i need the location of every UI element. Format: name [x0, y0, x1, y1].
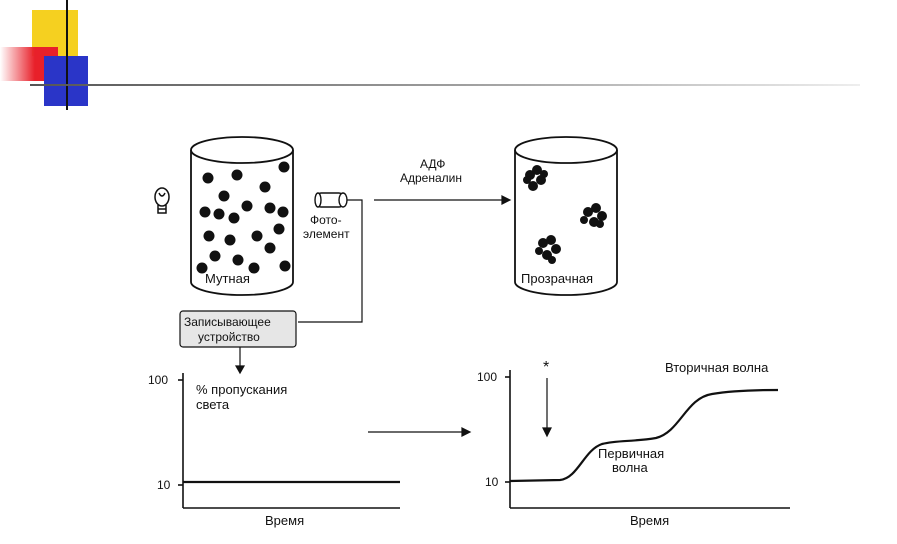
- primary-wave-label-1: Первичная: [598, 446, 664, 461]
- graph-transition-arrow: [368, 427, 472, 437]
- header-rule: [30, 84, 860, 86]
- arrow-label-1: АДФ: [420, 157, 445, 171]
- right-xlabel: Время: [630, 513, 669, 528]
- aggregation-curve: [509, 388, 779, 483]
- agent-addition-arrow: [542, 378, 552, 438]
- primary-wave-label-2: волна: [612, 460, 648, 475]
- platelet-aggregates: [523, 165, 607, 264]
- left-vessel: [190, 136, 294, 296]
- photocell-icon: [314, 192, 348, 208]
- agent-marker: *: [543, 359, 549, 376]
- right-tick-high: 100: [477, 370, 497, 384]
- corner-vertical-rule: [66, 0, 68, 110]
- secondary-wave-label: Вторичная волна: [665, 360, 769, 375]
- left-ylabel-1: % пропускания: [196, 382, 287, 397]
- arrow-label-2: Адреналин: [400, 171, 462, 185]
- recorder-label-1: Записывающее: [184, 315, 271, 329]
- right-tick-low: 10: [485, 475, 499, 489]
- photo-label-1: Фото-: [310, 213, 342, 227]
- reaction-arrow: [374, 195, 512, 205]
- left-vessel-label: Мутная: [205, 271, 250, 286]
- photo-label-2: элемент: [303, 227, 350, 241]
- left-graph-axes: [178, 373, 400, 509]
- right-vessel: [514, 136, 618, 296]
- left-tick-low: 10: [157, 478, 171, 492]
- right-graph-axes: [505, 370, 790, 509]
- right-vessel-label: Прозрачная: [521, 271, 593, 286]
- left-ylabel-2: света: [196, 397, 230, 412]
- suspended-platelets: [196, 161, 291, 274]
- left-xlabel: Время: [265, 513, 304, 528]
- recorder-label-2: устройство: [198, 330, 260, 344]
- left-tick-high: 100: [148, 373, 168, 387]
- signal-wire: [298, 199, 363, 323]
- lightbulb-icon: [154, 187, 170, 214]
- recorder-output-arrow: [234, 347, 246, 375]
- recorder-box: [179, 310, 297, 348]
